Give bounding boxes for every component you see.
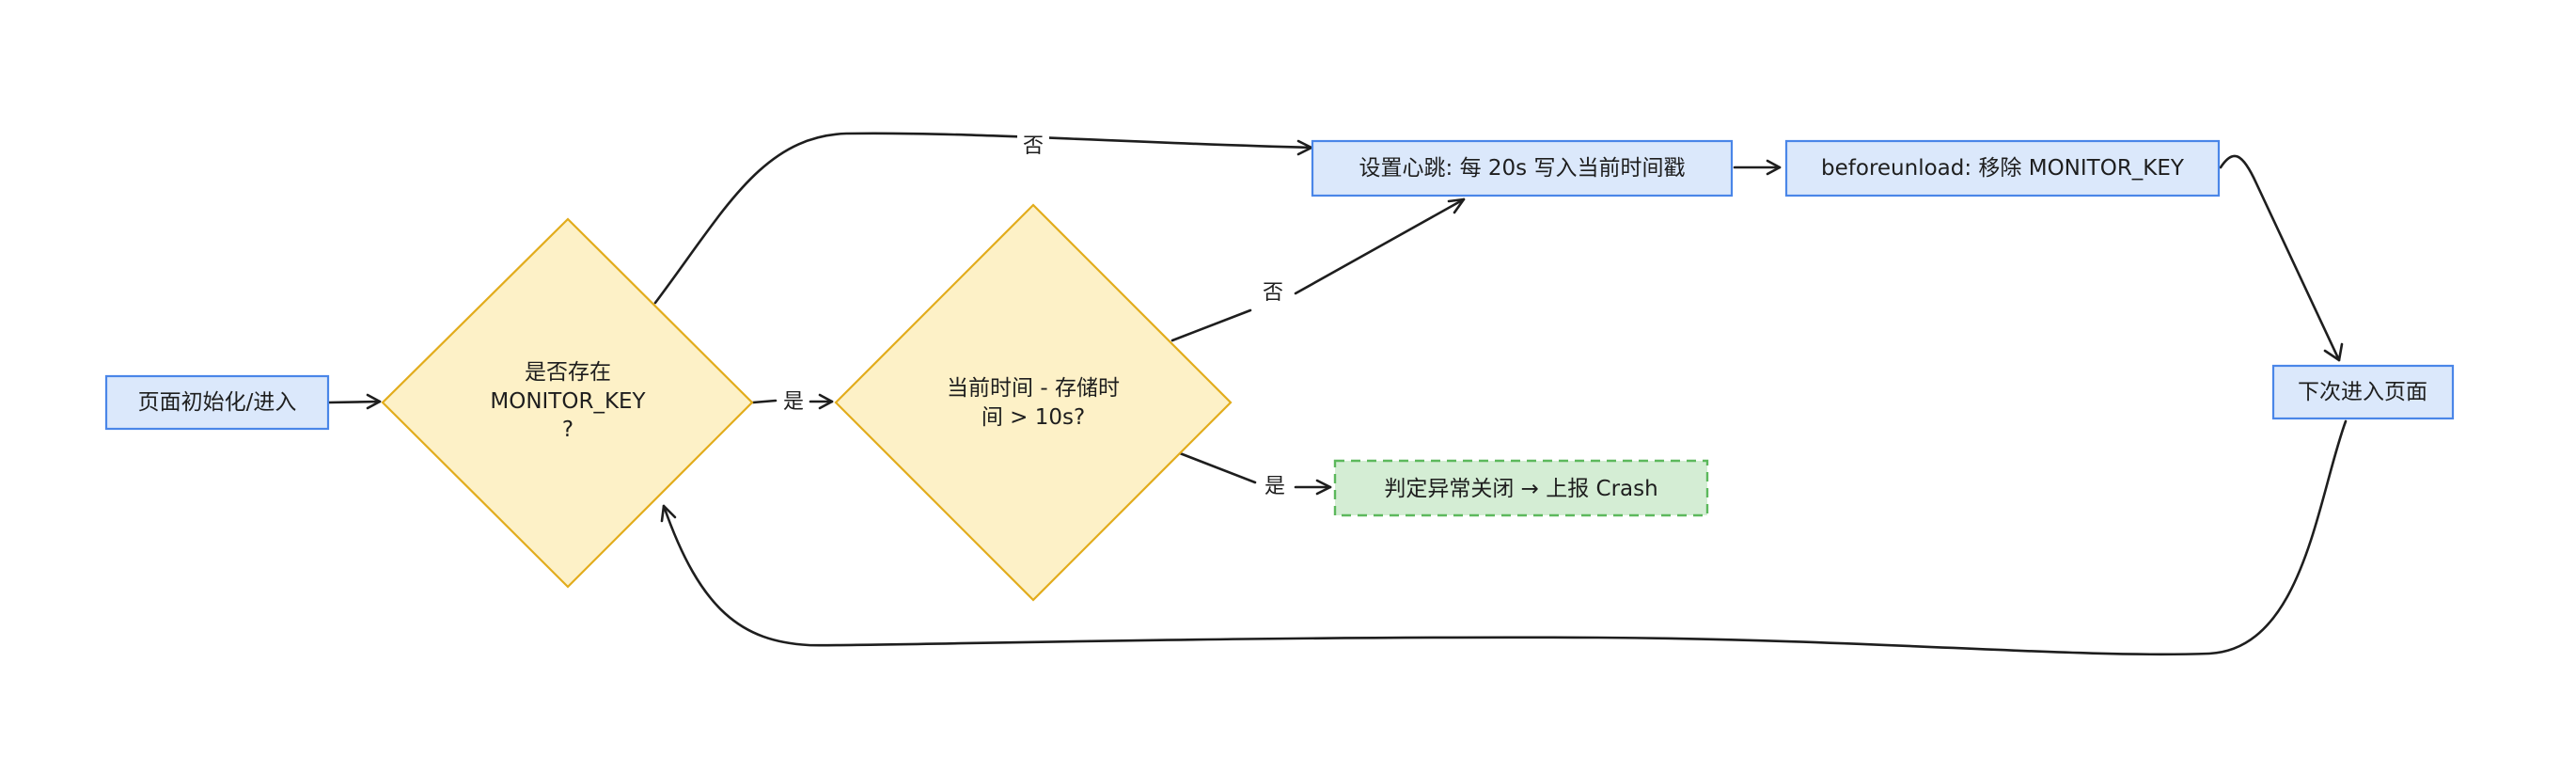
edge-heartbeat-to-beforeunload	[1733, 159, 1782, 176]
node-check-monitor-key-line-1: 是否存在	[525, 360, 611, 385]
node-check-monitor-key-line-3: ?	[562, 418, 573, 442]
node-check-elapsed-time-line-1: 当前时间 - 存储时	[947, 376, 1120, 401]
edge-label-time-yes: 是	[1264, 475, 1285, 498]
edge-check-time-no-to-heartbeat: 否	[1170, 197, 1466, 342]
edge-check-time-yes-to-crash: 是	[1178, 451, 1332, 498]
edge-check-key-yes-to-check-time: 是	[751, 390, 834, 414]
edge-label-time-no: 否	[1263, 281, 1283, 305]
node-beforeunload-label: beforeunload: 移除 MONITOR_KEY	[1821, 156, 2185, 181]
node-next-enter-page: 下次进入页面	[2271, 364, 2455, 420]
node-beforeunload-box	[1784, 139, 2221, 197]
node-next-enter-page-box	[2271, 364, 2455, 420]
node-check-elapsed-time-diamond	[834, 203, 1233, 602]
node-report-crash-box	[1333, 459, 1709, 517]
edge-next-enter-loop-to-check-key	[660, 419, 2348, 656]
node-page-init-box	[106, 376, 328, 429]
node-set-heartbeat: 设置心跳: 每 20s 写入当前时间戳	[1311, 139, 1734, 197]
node-set-heartbeat-box	[1311, 139, 1734, 197]
edge-init-to-check-key	[327, 393, 382, 410]
node-set-heartbeat-label: 设置心跳: 每 20s 写入当前时间戳	[1359, 156, 1686, 181]
node-beforeunload: beforeunload: 移除 MONITOR_KEY	[1784, 139, 2221, 197]
edge-label-no-key: 否	[1023, 134, 1044, 158]
node-page-init-label: 页面初始化/进入	[138, 390, 297, 415]
node-check-elapsed-time: 当前时间 - 存储时 间 > 10s?	[834, 203, 1233, 602]
node-check-monitor-key-diamond	[381, 217, 754, 589]
edge-check-key-no-to-heartbeat: 否	[653, 130, 1313, 305]
node-report-crash-label: 判定异常关闭 → 上报 Crash	[1384, 477, 1657, 501]
node-check-monitor-key: 是否存在 MONITOR_KEY ?	[381, 217, 754, 589]
node-report-crash: 判定异常关闭 → 上报 Crash	[1333, 459, 1709, 517]
node-check-elapsed-time-line-2: 间 > 10s?	[982, 405, 1085, 430]
node-check-monitor-key-line-2: MONITOR_KEY	[490, 389, 646, 414]
node-next-enter-page-label: 下次进入页面	[2298, 380, 2427, 404]
edge-label-key-yes: 是	[783, 390, 804, 414]
node-page-init: 页面初始化/进入	[104, 374, 330, 431]
edge-beforeunload-to-next-enter	[2219, 154, 2344, 362]
